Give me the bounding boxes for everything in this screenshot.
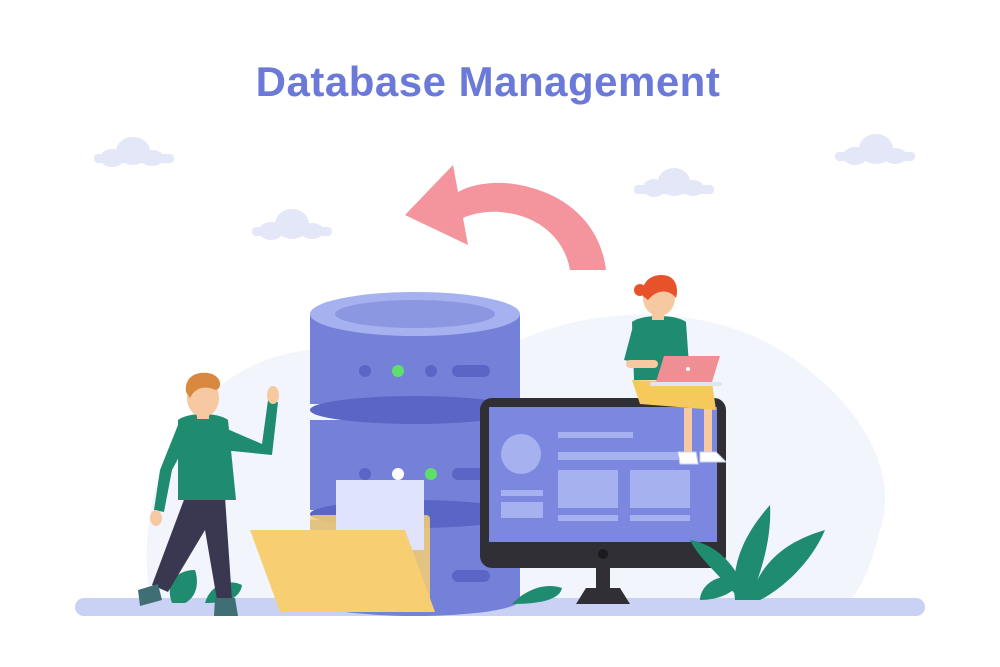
man-figure <box>138 372 279 616</box>
cloud-mid-right <box>634 168 714 197</box>
woman-figure <box>624 274 728 465</box>
plant-right <box>690 505 825 600</box>
page-title: Database Management <box>255 58 721 105</box>
curved-arrow-icon <box>405 165 606 270</box>
folder-icon <box>250 480 435 612</box>
cloud-mid-left <box>252 209 332 240</box>
computer-monitor-icon <box>480 398 726 604</box>
cloud-right <box>835 134 915 165</box>
plant-center <box>512 585 562 604</box>
cloud-left <box>94 137 174 167</box>
